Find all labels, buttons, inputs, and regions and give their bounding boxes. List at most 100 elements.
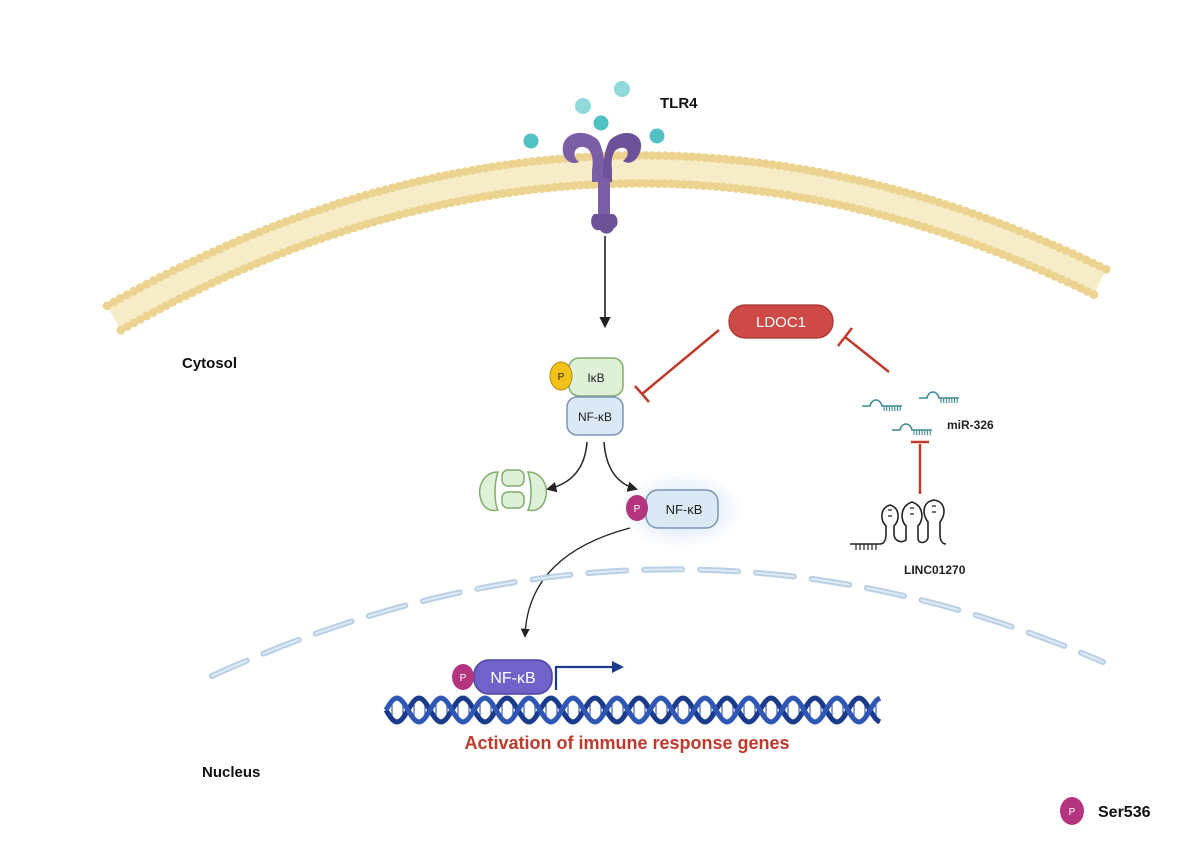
lipid-head (174, 294, 184, 304)
ikb-label: IκB (587, 371, 604, 385)
lipid-head (874, 181, 884, 190)
mir326-inhibition (837, 327, 890, 373)
lipid-head (556, 182, 566, 192)
mirna-icon (862, 399, 902, 411)
lipid-head (881, 182, 891, 192)
lipid-head (481, 163, 490, 173)
lipid-head (1035, 234, 1044, 244)
lipid-head (550, 182, 560, 192)
nfkb-free: NF-κB P (626, 489, 719, 529)
lipid-head (961, 206, 971, 216)
lipid-head (155, 304, 165, 314)
lipid-head (673, 179, 683, 189)
lipid-head (788, 163, 797, 173)
lipid-head (168, 297, 178, 307)
lipid-head (348, 194, 357, 204)
lipid-head (454, 168, 464, 178)
lipid-head (148, 308, 158, 317)
lipid-head (116, 325, 126, 335)
lipid-head (461, 167, 470, 176)
lipid-head (868, 179, 877, 189)
lipid-head (354, 192, 364, 202)
lipid-head (142, 311, 152, 321)
lipid-head (447, 169, 457, 179)
lipid-head (181, 291, 191, 301)
lipid-head (188, 256, 198, 266)
ligand-dot (575, 98, 591, 114)
activation-label: Activation of immune response genes (464, 733, 789, 753)
lipid-head (381, 185, 390, 195)
lipid-head (487, 162, 497, 172)
ligand-dot (614, 81, 630, 97)
lipid-head (968, 209, 978, 218)
lipid-head (790, 191, 799, 201)
lipid-head (901, 188, 911, 197)
legend-phospho-icon (1060, 797, 1084, 825)
lipid-head (679, 180, 689, 189)
nfkb-complex-box (566, 396, 624, 436)
lipid-head (744, 185, 754, 195)
mirna-icon (919, 391, 959, 403)
lipid-head (757, 187, 767, 196)
lipid-head (714, 154, 724, 164)
lipid-head (281, 217, 291, 227)
release-arrow (603, 441, 639, 492)
lipid-head (115, 294, 125, 303)
ligand-dot (649, 128, 665, 144)
lipid-head (122, 290, 132, 300)
lipid-head (288, 214, 297, 224)
lipid-head (661, 151, 670, 161)
lipid-head (948, 202, 958, 212)
lipid-head (261, 224, 271, 234)
lipid-head (952, 233, 962, 243)
lipid-head (628, 179, 637, 188)
lipid-head (687, 152, 697, 162)
nfkb-complex-label: NF-κB (578, 410, 612, 424)
lipid-head (228, 238, 238, 248)
lipid-head (521, 157, 530, 167)
lipid-head (235, 235, 244, 245)
lipid-head (511, 187, 521, 197)
lipid-head (794, 164, 804, 174)
legend-ser536-label: Ser536 (1098, 804, 1151, 821)
lipid-head (1101, 265, 1111, 274)
lipid-head (195, 253, 205, 263)
lipid-head (686, 180, 696, 190)
lipid-head (589, 180, 598, 190)
lipid-head (485, 191, 495, 201)
lipid-head (731, 184, 741, 193)
nuclear-envelope-inner (211, 568, 1104, 677)
lipid-head (660, 179, 670, 189)
lipid-head (774, 161, 784, 170)
lipid-head (721, 154, 730, 164)
lipid-head (162, 269, 172, 279)
lipid-head (754, 158, 764, 168)
lipid-head (834, 171, 844, 181)
degradation-arrow (545, 441, 588, 493)
lipid-head (507, 159, 517, 169)
nucleus-label: Nucleus (202, 764, 260, 781)
lipid-head (694, 152, 704, 162)
lipid-head (801, 165, 811, 175)
legend-phospho-label: P (1069, 807, 1076, 818)
lipid-head (761, 159, 771, 169)
lipid-head (741, 156, 751, 166)
linc-inhibition (911, 440, 929, 494)
lipid-head (1021, 229, 1031, 239)
mirna-icons (862, 391, 959, 435)
translocation-arrow (520, 527, 631, 638)
lipid-head (102, 301, 112, 311)
lipid-head (202, 250, 211, 260)
lipid-head (547, 155, 557, 164)
lipid-head (467, 165, 477, 175)
lipid-head (109, 297, 119, 307)
lipid-head (255, 227, 264, 237)
lipid-head (527, 157, 537, 166)
lipid-head (387, 183, 397, 193)
lipid-head (975, 211, 984, 221)
legend: P Ser536 (1060, 797, 1151, 825)
lipid-head (142, 279, 152, 289)
ligand-dot (523, 133, 539, 149)
